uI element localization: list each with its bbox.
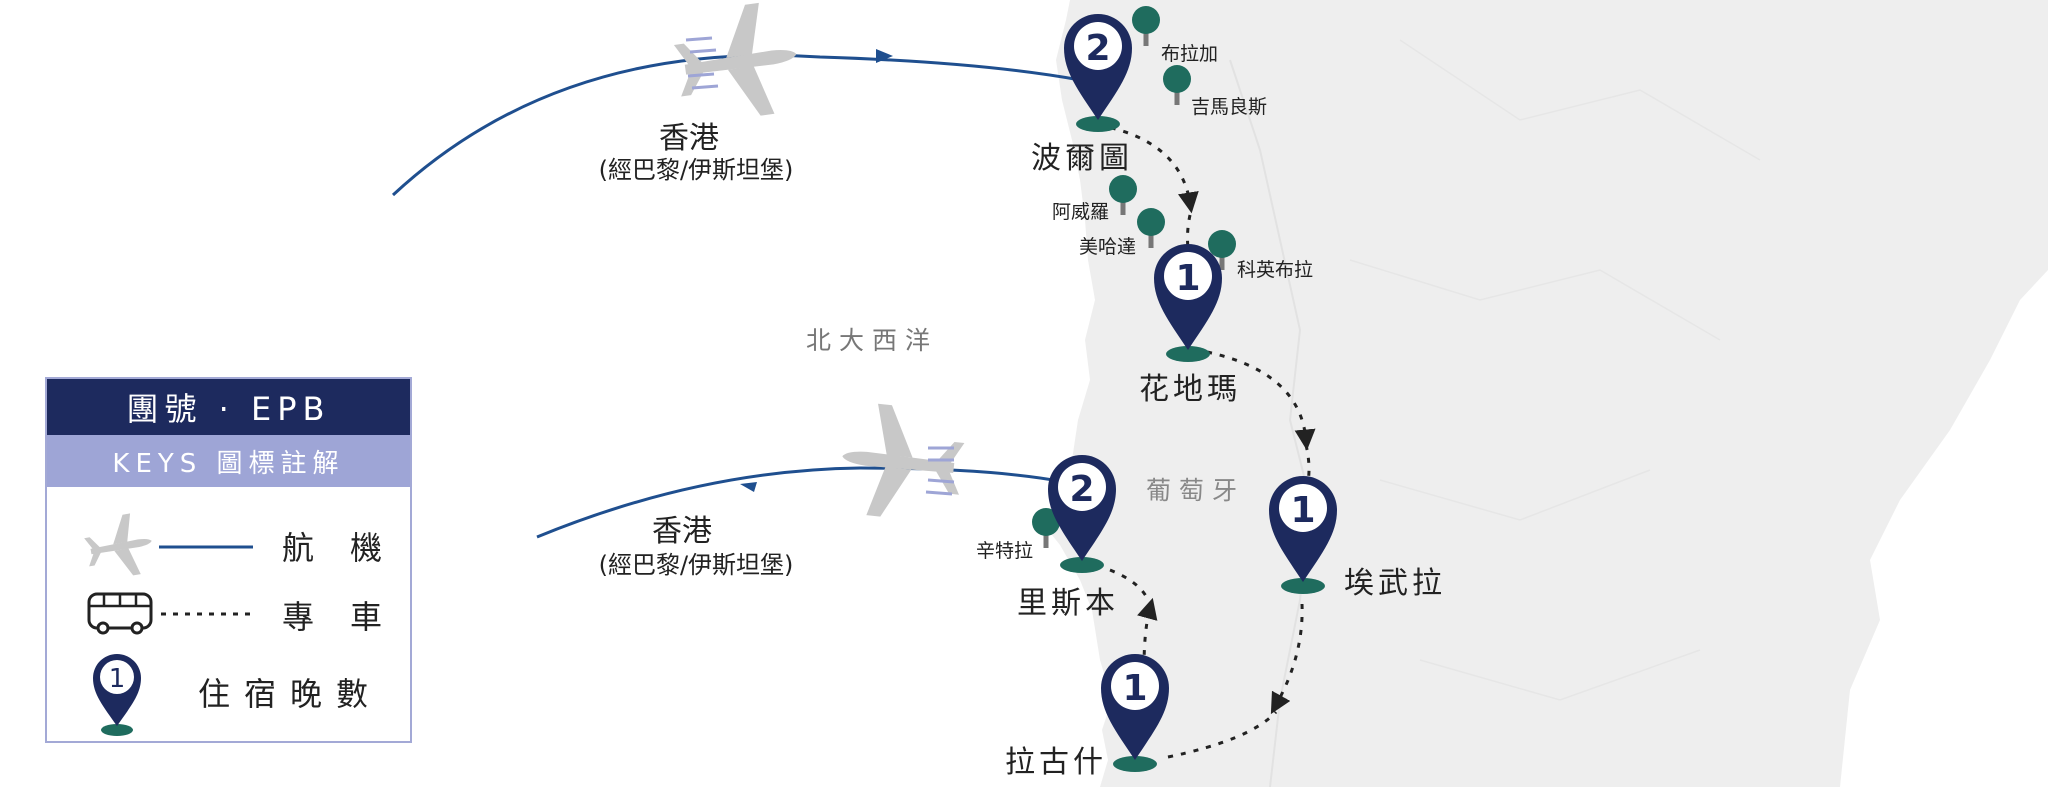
sight-label: 布拉加 <box>1161 43 1218 65</box>
nights-count: 2 <box>1085 28 1110 69</box>
flight-direction-arrow <box>876 49 893 63</box>
location-pin-icon: 1 <box>93 654 141 736</box>
country-label: 葡萄牙 <box>1146 476 1245 505</box>
stop-pin: 1 <box>1269 476 1337 594</box>
legend-row-nights: 1 住宿晚數 <box>47 644 410 739</box>
nights-count: 1 <box>1175 258 1200 299</box>
bus-legend-label: 專車 <box>281 598 418 636</box>
legend-row-flight: 航機 <box>47 511 410 581</box>
stop-pin: 1 <box>1154 244 1222 362</box>
sight-label: 美哈達 <box>1079 236 1136 258</box>
plane-icon <box>81 511 158 581</box>
bus-legend-symbol <box>87 592 253 635</box>
country-border <box>1229 59 1312 787</box>
legend-subtitle: KEYS 圖標註解 <box>47 435 410 487</box>
stop-name: 拉古什 <box>1005 745 1107 780</box>
stop-name: 花地瑪 <box>1139 372 1241 407</box>
stop-name: 埃武拉 <box>1344 566 1446 601</box>
stop-pin: 2 <box>1064 14 1132 132</box>
sight-label: 吉馬良斯 <box>1191 96 1267 118</box>
outbound-via: (經巴黎/伊斯坦堡) <box>599 156 794 184</box>
sight-label: 阿威羅 <box>1052 201 1109 223</box>
sight-label: 科英布拉 <box>1237 259 1313 281</box>
stop-name: 里斯本 <box>1017 586 1119 621</box>
plane-icon <box>836 400 968 525</box>
nights-count: 1 <box>109 664 126 694</box>
plane-speed-lines <box>685 36 955 496</box>
stop-pin: 2 <box>1048 455 1116 573</box>
flight-direction-arrow <box>740 482 757 492</box>
stop-pin: 1 <box>1101 654 1169 772</box>
nights-count: 1 <box>1122 668 1147 709</box>
bus-icon <box>87 592 153 635</box>
sea-label: 北大西洋 <box>806 326 938 355</box>
sight-label: 辛特拉 <box>976 540 1033 562</box>
legend-title: 團號 · EPB <box>47 379 410 435</box>
legend-row-bus: 專車 <box>47 580 410 650</box>
return-via: (經巴黎/伊斯坦堡) <box>599 551 794 579</box>
stop-name: 波爾圖 <box>1031 141 1133 176</box>
flight-legend-symbol <box>81 511 253 581</box>
nights-count: 1 <box>1290 490 1315 531</box>
nights-legend-label: 住宿晚數 <box>197 674 382 713</box>
plane-icon <box>669 0 805 127</box>
return-flight-route <box>536 466 1066 539</box>
legend-panel: 團號 · EPB KEYS 圖標註解 航機 專車 <box>45 377 412 743</box>
return-city: 香港 <box>652 514 712 549</box>
nights-count: 2 <box>1069 469 1094 510</box>
region-lines <box>1349 39 1761 701</box>
flight-legend-label: 航機 <box>281 529 418 567</box>
outbound-city: 香港 <box>659 121 719 156</box>
